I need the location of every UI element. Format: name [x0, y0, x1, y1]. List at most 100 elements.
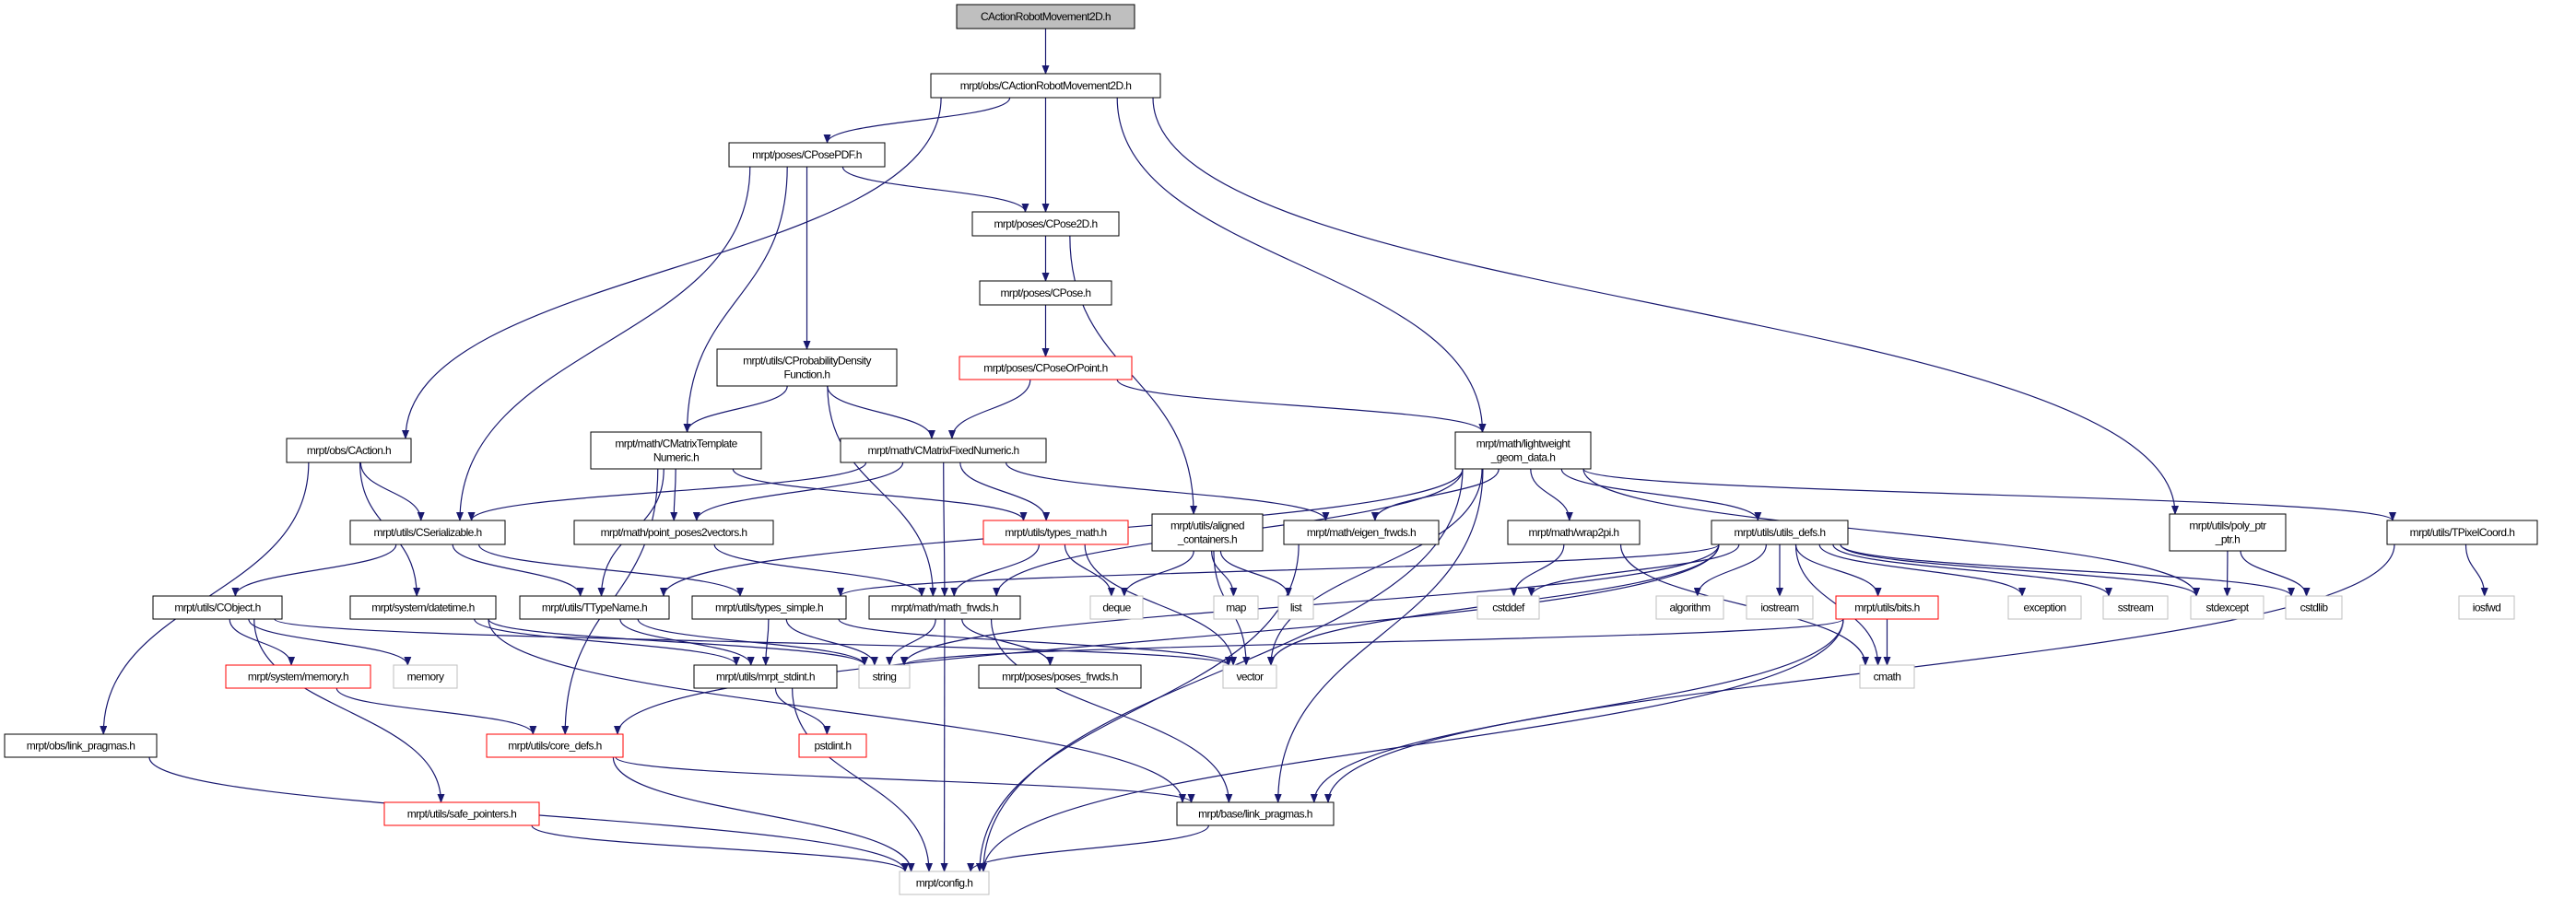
node-typessimple[interactable]: mrpt/utils/types_simple.h: [691, 595, 847, 620]
node-posepdf[interactable]: mrpt/poses/CPosePDF.h: [728, 142, 886, 168]
node-box: [2458, 595, 2515, 620]
edge-pp2v-to-mathfrwds: [713, 544, 925, 597]
edge-arm-to-polyptr: [1152, 97, 2179, 515]
node-memory[interactable]: memory: [393, 664, 458, 689]
node-map[interactable]: map: [1213, 595, 1259, 620]
node-label: mrpt/base/link_pragmas.h: [1198, 808, 1312, 821]
node-box: [1277, 595, 1314, 620]
node-baselink[interactable]: mrpt/base/link_pragmas.h: [1176, 801, 1335, 826]
node-caction[interactable]: mrpt/obs/CAction.h: [286, 438, 412, 463]
node-label: CActionRobotMovement2D.h: [981, 10, 1111, 23]
node-arm[interactable]: mrpt/obs/CActionRobotMovement2D.h: [930, 73, 1161, 99]
node-wrap2pi[interactable]: mrpt/math/wrap2pi.h: [1507, 520, 1641, 545]
node-label: deque: [1102, 602, 1131, 614]
node-label: mrpt/utils/CProbabilityDensity: [743, 355, 871, 368]
node-vector[interactable]: vector: [1222, 664, 1277, 689]
node-cobject[interactable]: mrpt/utils/CObject.h: [152, 595, 283, 620]
node-label: mrpt/obs/CAction.h: [307, 444, 391, 457]
edge-bits-to-config: [980, 618, 1844, 872]
edge-arm-to-lightweight: [1116, 97, 1487, 433]
node-string[interactable]: string: [858, 664, 911, 689]
node-datetime[interactable]: mrpt/system/datetime.h: [349, 595, 497, 620]
node-cmath[interactable]: cmath: [1859, 664, 1915, 689]
edge-utilsdefs-to-typessimple: [837, 544, 1720, 597]
node-bits[interactable]: mrpt/utils/bits.h: [1835, 595, 1939, 620]
edge-typessimple-to-vector: [838, 618, 1232, 666]
node-label: Function.h: [783, 368, 829, 381]
edge-poseorpoint-to-lightweight: [1116, 379, 1487, 433]
node-pose2d[interactable]: mrpt/poses/CPose2D.h: [971, 211, 1120, 237]
node-iosfwd[interactable]: iosfwd: [2458, 595, 2515, 620]
edge-utilsdefs-to-sstream: [1832, 544, 2112, 597]
node-box: [956, 4, 1135, 29]
node-label: iosfwd: [2473, 602, 2500, 614]
node-list[interactable]: list: [1277, 595, 1314, 620]
node-box: [393, 664, 458, 689]
node-typesmath[interactable]: mrpt/utils/types_math.h: [982, 520, 1129, 545]
edge-tpixel-to-iosfwd: [2464, 544, 2488, 597]
node-eigenfrwds[interactable]: mrpt/math/eigen_frwds.h: [1283, 520, 1440, 545]
node-cstddef[interactable]: cstddef: [1476, 595, 1540, 620]
node-pose[interactable]: mrpt/poses/CPose.h: [979, 280, 1112, 306]
node-box: [383, 801, 540, 826]
node-tpixel[interactable]: mrpt/utils/TPixelCoord.h: [2386, 520, 2538, 545]
node-label: mrpt/config.h: [916, 877, 973, 890]
node-coredefs[interactable]: mrpt/utils/core_defs.h: [486, 733, 624, 758]
node-iostream[interactable]: iostream: [1746, 595, 1814, 620]
node-box: [978, 664, 1142, 689]
node-posesfrwds[interactable]: mrpt/poses/poses_frwds.h: [978, 664, 1142, 689]
node-utilsdefs[interactable]: mrpt/utils/utils_defs.h: [1711, 520, 1849, 545]
edge-posepdf-to-pose2d: [841, 166, 1029, 213]
node-label: mrpt/obs/CActionRobotMovement2D.h: [960, 79, 1132, 92]
node-poseorpoint[interactable]: mrpt/poses/CPoseOrPoint.h: [959, 356, 1133, 380]
edge-aligned-to-map: [1211, 550, 1238, 597]
edge-typesmath-to-deque: [1064, 544, 1115, 597]
edge-cserial-to-ttypename: [452, 544, 584, 597]
node-aligned[interactable]: mrpt/utils/aligned_containers.h: [1151, 513, 1264, 552]
node-box: [1835, 595, 1939, 620]
node-safeptr[interactable]: mrpt/utils/safe_pointers.h: [383, 801, 540, 826]
edge-cmfn-to-cserial: [467, 462, 867, 521]
node-exception[interactable]: exception: [2007, 595, 2082, 620]
node-obslink[interactable]: mrpt/obs/link_pragmas.h: [4, 733, 158, 758]
edge-cmfn-to-pp2v: [692, 462, 904, 521]
node-pp2v[interactable]: mrpt/math/point_poses2vectors.h: [573, 520, 774, 545]
node-box: [1454, 431, 1592, 470]
node-sysmemory[interactable]: mrpt/system/memory.h: [225, 664, 371, 689]
node-config[interactable]: mrpt/config.h: [899, 871, 990, 895]
node-box: [1746, 595, 1814, 620]
edge-cobject-to-memory: [248, 618, 412, 666]
edge-utilsdefs-to-cstdlib: [1840, 544, 2295, 597]
node-label: cmath: [1874, 671, 1901, 684]
edge-typessimple-to-string: [785, 618, 878, 666]
node-box: [858, 664, 911, 689]
node-deque[interactable]: deque: [1089, 595, 1144, 620]
node-cserial[interactable]: mrpt/utils/CSerializable.h: [349, 520, 506, 545]
node-box: [716, 348, 898, 387]
node-label: cstdlib: [2300, 602, 2329, 614]
node-algorithm[interactable]: algorithm: [1655, 595, 1724, 620]
node-cstdlib[interactable]: cstdlib: [2285, 595, 2343, 620]
node-ttypename[interactable]: mrpt/utils/TTypeName.h: [519, 595, 670, 620]
node-box: [2285, 595, 2343, 620]
node-box: [1283, 520, 1440, 545]
node-cmfn[interactable]: mrpt/math/CMatrixFixedNumeric.h: [840, 438, 1047, 463]
node-box: [1213, 595, 1259, 620]
node-label: mrpt/utils/bits.h: [1854, 602, 1920, 614]
edge-typesmath-to-vector: [1084, 544, 1238, 666]
node-polyptr[interactable]: mrpt/utils/poly_ptr_ptr.h: [2169, 513, 2287, 552]
node-sstream[interactable]: sstream: [2102, 595, 2169, 620]
node-box: [349, 520, 506, 545]
node-box: [1655, 595, 1724, 620]
node-box: [590, 431, 762, 470]
node-mathfrwds[interactable]: mrpt/math/math_frwds.h: [868, 595, 1021, 620]
edge-polyptr-to-cstdlib: [2240, 550, 2311, 597]
node-stdint[interactable]: mrpt/utils/mrpt_stdint.h: [693, 664, 838, 689]
edge-sysmemory-to-coredefs: [335, 687, 537, 735]
node-lightweight[interactable]: mrpt/math/lightweight_geom_data.h: [1454, 431, 1592, 470]
node-pstdint[interactable]: pstdint.h: [798, 733, 867, 758]
node-stdexcept[interactable]: stdexcept: [2190, 595, 2264, 620]
node-box: [2169, 513, 2287, 552]
